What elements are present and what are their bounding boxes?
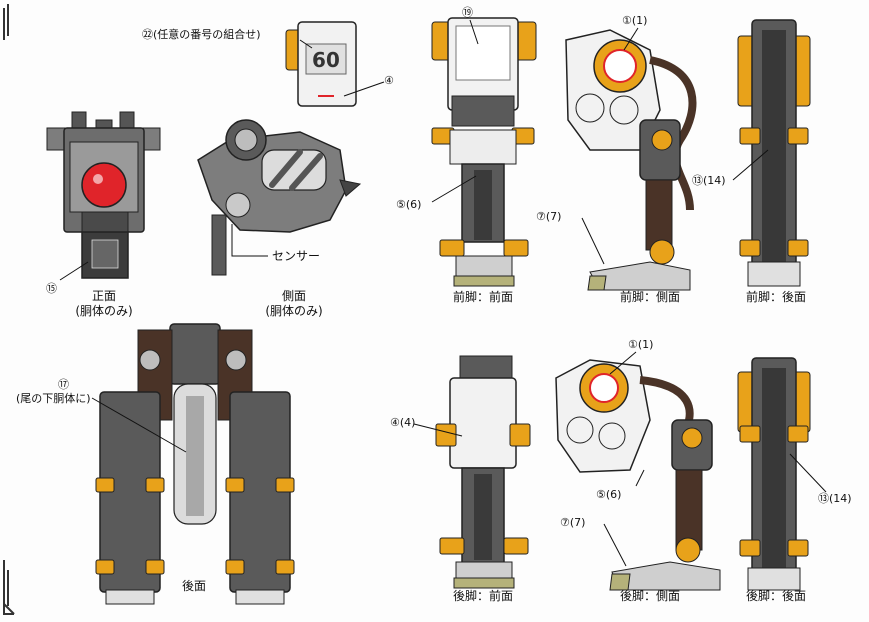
caption-rear-leg-front: 後脚：前面 xyxy=(452,589,514,603)
front-leg-back-view xyxy=(732,19,811,287)
decal-19-label: ⑲ xyxy=(462,6,473,19)
caption-rear-leg-side: 後脚：側面 xyxy=(619,589,681,603)
decal-17-note: (尾の下胴体に) xyxy=(16,392,91,405)
rear-leg-side-view xyxy=(555,359,721,591)
decal-17-label: ⑰ xyxy=(58,378,69,391)
caption-rear-leg-back: 後脚：後面 xyxy=(745,589,807,603)
decal-1-top-label: ①(1) xyxy=(622,14,648,27)
sticker-number-text: 09 xyxy=(312,47,340,71)
caption-front-line2: (胴体のみ) xyxy=(75,304,133,318)
rear-leg-front-view xyxy=(413,355,531,589)
caption-front-leg-front: 前脚：前面 xyxy=(452,290,514,304)
caption-side-line2: (胴体のみ) xyxy=(265,304,323,318)
decal-13-top-label: ⑬(14) xyxy=(692,174,726,187)
front-leg-side-view xyxy=(565,29,697,291)
decal-13-bottom-label: ⑬(14) xyxy=(818,492,852,505)
front-leg-front-view xyxy=(431,17,537,287)
rear-leg-back-view xyxy=(737,357,827,591)
decal-7-top-label: ⑦(7) xyxy=(536,210,562,223)
leader-lines xyxy=(299,19,645,487)
caption-rear: 後面 xyxy=(181,579,207,593)
torso-front-view xyxy=(46,111,161,281)
torso-side-view xyxy=(197,119,362,276)
decal-5-top-label: ⑤(6) xyxy=(396,198,422,211)
decal-4-bottom-label: ④(4) xyxy=(390,416,416,429)
sensor-label: センサー xyxy=(272,249,321,263)
number-sticker-part xyxy=(285,21,357,107)
decal-7-bottom-label: ⑦(7) xyxy=(560,516,586,529)
decal-4-top-label: ④ xyxy=(384,74,394,87)
caption-side-line1: 側面 xyxy=(281,289,307,303)
caption-front-line1: 正面 xyxy=(91,289,117,303)
page-frame-corners xyxy=(3,4,15,615)
decal-5-bottom-label: ⑤(6) xyxy=(596,488,622,501)
decal-1-bottom-label: ①(1) xyxy=(628,338,654,351)
decal-15-label: ⑮ xyxy=(46,282,57,295)
caption-front-leg-back: 前脚：後面 xyxy=(745,290,807,304)
caption-front-leg-side: 前脚：側面 xyxy=(619,290,681,304)
decal-22-label: ㉒(任意の番号の組合せ) xyxy=(142,28,261,41)
rear-body-view xyxy=(91,323,295,605)
